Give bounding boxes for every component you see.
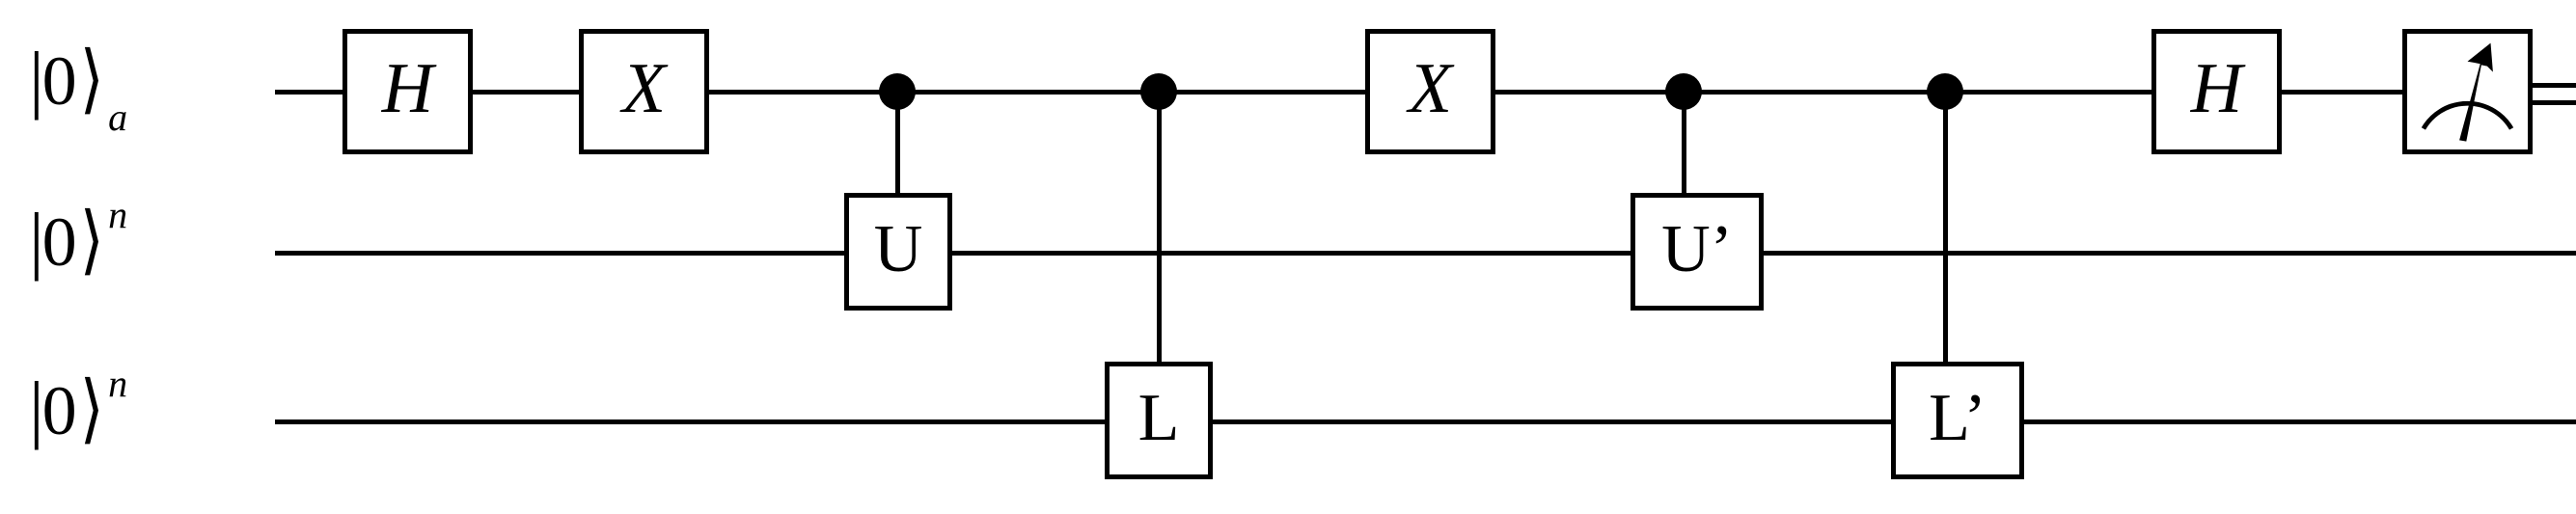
wire-segment-wire-register-1 [1764,251,2576,256]
control-dot-control-l[interactable] [1140,73,1177,110]
ket-superscript: n [108,362,128,405]
ket-zero-digit: 0 [41,203,77,281]
control-line-control-u-p [1682,92,1686,193]
ket-bar: | [29,366,44,450]
gate-l-p[interactable]: L’ [1891,362,2024,479]
control-line-control-l [1157,92,1162,362]
wire-segment-wire-ancilla [2282,90,2404,95]
gate-label-gate-l: L [1137,381,1180,455]
ket-angle-bracket: ⟩ [79,37,104,121]
ket-bar: | [29,37,44,121]
wire-segment-wire-ancilla [709,90,1367,95]
gate-label-gate-h-2: H [2190,49,2243,128]
ket-subscript: a [108,95,128,140]
gate-label-gate-u: U [873,212,923,286]
ket-label-wire-ancilla: |0⟩a [29,37,127,137]
gate-x-2[interactable]: X [1365,29,1495,154]
gate-u-p[interactable]: U’ [1631,193,1764,311]
gate-label-gate-l-p: L’ [1929,381,1987,455]
control-dot-control-u[interactable] [879,73,916,110]
wire-segment-wire-ancilla [473,90,581,95]
classical-wire-line-2 [2533,100,2576,105]
control-line-control-u [895,92,900,193]
wire-segment-wire-register-2 [2024,419,2576,424]
gate-x-1[interactable]: X [579,29,709,154]
ket-zero-digit: 0 [41,42,77,120]
gate-h-2[interactable]: H [2151,29,2282,154]
gate-u[interactable]: U [844,193,952,311]
control-dot-control-l-p[interactable] [1927,73,1963,110]
gate-label-gate-h-1: H [381,49,434,128]
meter-icon [2421,42,2514,142]
ket-bar: | [29,198,44,282]
wire-segment-wire-ancilla [1495,90,2153,95]
control-line-control-l-p [1943,92,1948,362]
gate-label-gate-x-1: X [621,49,667,128]
gate-l[interactable]: L [1105,362,1213,479]
ket-superscript: n [108,193,128,236]
ket-zero-digit: 0 [41,372,77,449]
classical-wire-line-1 [2533,83,2576,88]
wire-segment-wire-register-1 [952,251,1632,256]
ket-label-wire-register-1: |0⟩n [29,196,127,282]
wire-segment-wire-ancilla [275,90,344,95]
gate-label-gate-u-p: U’ [1661,212,1733,286]
ket-angle-bracket: ⟩ [79,198,104,282]
wire-segment-wire-register-1 [275,251,846,256]
control-dot-control-u-p[interactable] [1665,73,1702,110]
gate-h-1[interactable]: H [343,29,473,154]
wire-segment-wire-register-2 [275,419,1107,424]
ket-angle-bracket: ⟩ [79,366,104,450]
measurement-gate[interactable] [2402,29,2533,154]
ket-label-wire-register-2: |0⟩n [29,365,127,450]
wire-segment-wire-register-2 [1213,419,1893,424]
gate-label-gate-x-2: X [1408,49,1453,128]
